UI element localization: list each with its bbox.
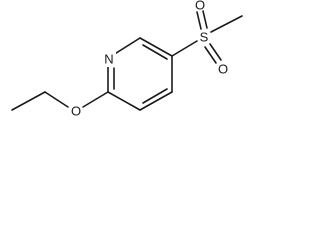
bond-c4-c3-inner	[142, 88, 168, 104]
pyridine-ring	[107, 37, 173, 111]
ethoxy-group	[11, 91, 109, 111]
bond-c6-c5	[139, 37, 173, 57]
bond-s-o-top-a	[196, 11, 202, 30]
bond-s-o-bottom-a	[204, 46, 217, 64]
bond-ch2-ch3	[11, 91, 46, 111]
bond-n-c6	[112, 37, 141, 56]
bond-c6-c5-inner	[142, 44, 168, 60]
bond-o-ch2	[44, 91, 69, 108]
methylsulfonyl-group	[171, 10, 243, 64]
bond-c4-c3	[139, 91, 173, 111]
bond-c2-o	[82, 91, 109, 108]
bond-s-o-top-b	[202, 10, 208, 29]
chemical-structure-diagram: N O S O O	[11, 0, 243, 119]
bond-c5-s	[171, 40, 198, 57]
nitrogen-atom-label: N	[104, 52, 113, 67]
sulfonyl-oxygen-top-label: O	[195, 0, 205, 13]
sulfur-atom-label: S	[200, 30, 209, 45]
bond-s-ch3	[210, 15, 243, 33]
sulfonyl-oxygen-bottom-label: O	[218, 62, 228, 77]
bond-s-o-bottom-b	[209, 43, 222, 61]
ether-oxygen-atom-label: O	[71, 104, 81, 119]
bond-c3-c2	[107, 91, 141, 111]
atom-labels: N O S O O	[71, 0, 228, 119]
